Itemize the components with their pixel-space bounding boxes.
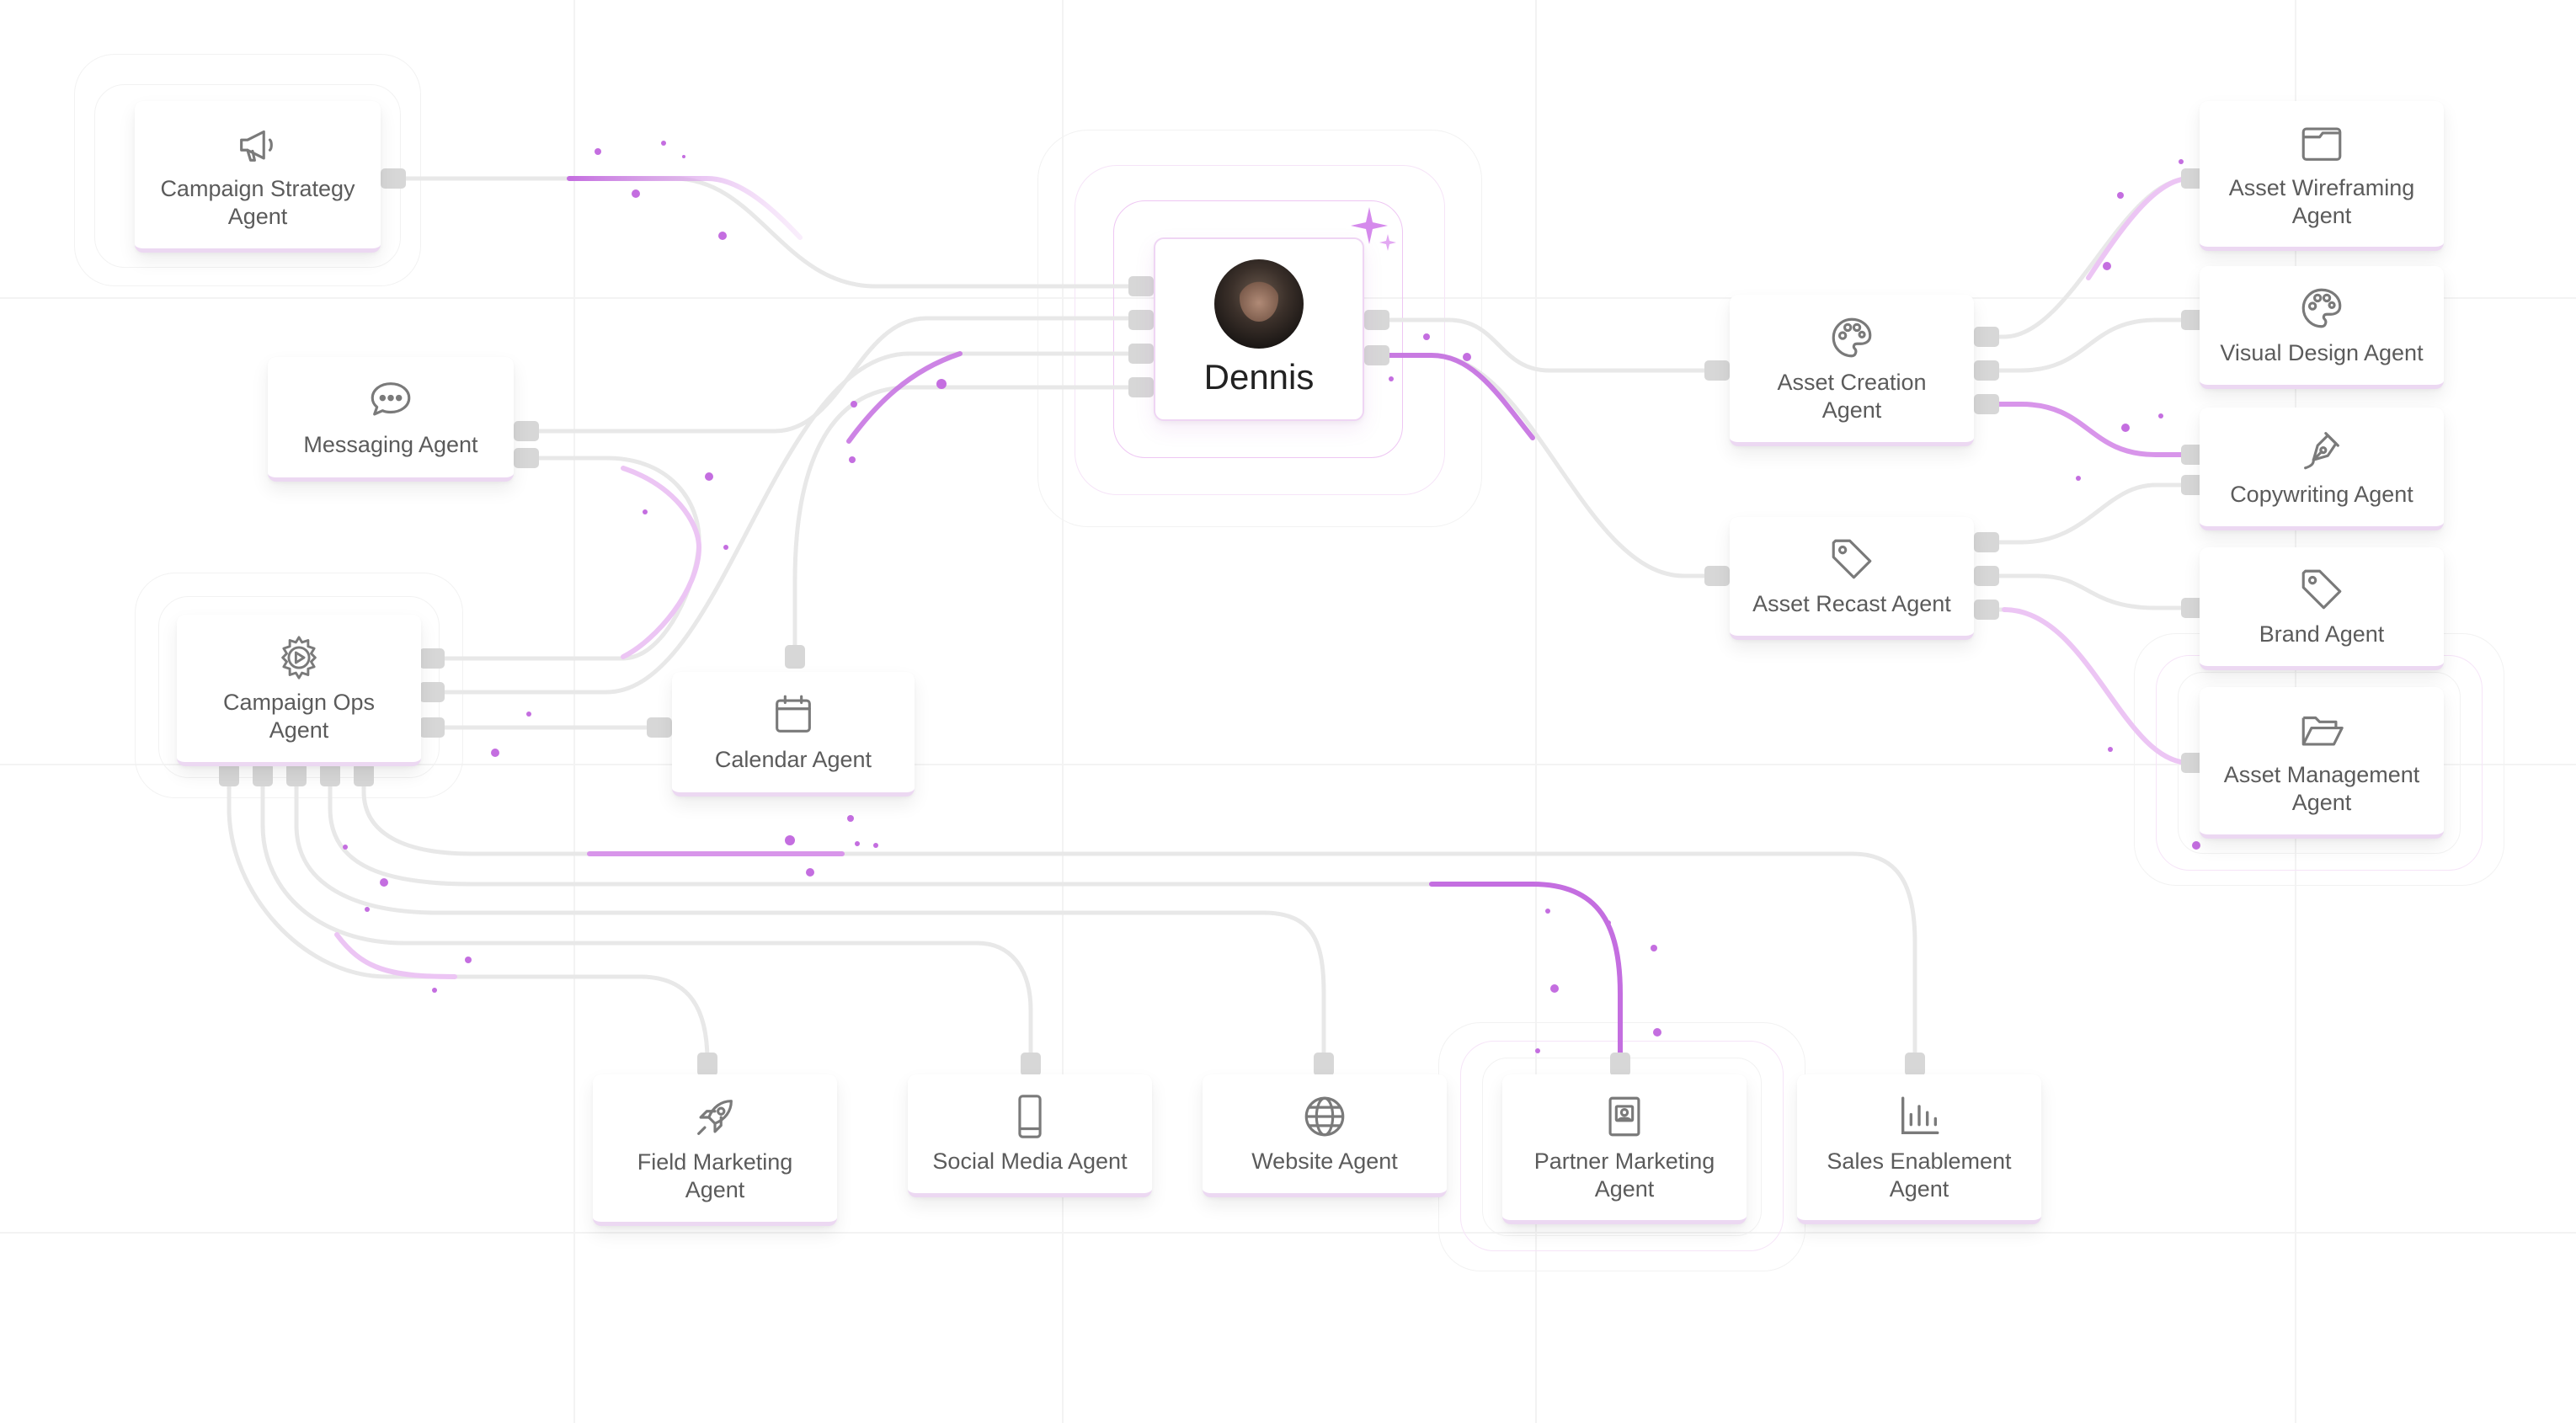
agent-label: Asset Recast Agent (1752, 591, 1951, 616)
agent-label: Social Media Agent (932, 1149, 1128, 1174)
avatar (1214, 259, 1304, 349)
calendar-agent-card[interactable]: Calendar Agent (672, 672, 915, 797)
asset-recast-agent-card[interactable]: Asset Recast Agent (1730, 517, 1974, 640)
tag-icon (2297, 565, 2346, 614)
agent-label: Campaign Ops Agent (222, 689, 376, 743)
agent-label: Asset Management Agent (2223, 761, 2420, 815)
halo-ring (1075, 165, 1445, 495)
browser-window-icon (2297, 119, 2346, 168)
asset-creation-agent-card[interactable]: Asset Creation Agent (1730, 295, 1974, 446)
gear-play-icon (275, 633, 323, 682)
sparkle-icon (1351, 207, 1396, 251)
agent-label: Calendar Agent (714, 747, 872, 772)
center-person-card[interactable]: Dennis (1154, 237, 1364, 421)
megaphone-icon (233, 120, 282, 168)
agent-label: Brand Agent (2259, 621, 2385, 647)
asset-wireframing-agent-card[interactable]: Asset Wireframing Agent (2200, 101, 2444, 251)
campaign-strategy-agent-card[interactable]: Campaign Strategy Agent (135, 101, 381, 253)
copywriting-agent-card[interactable]: Copywriting Agent (2200, 408, 2444, 530)
agent-label: Asset Wireframing Agent (2228, 174, 2415, 228)
open-folder-icon (2297, 706, 2346, 754)
halo-ring (74, 54, 421, 286)
agent-label: Field Marketing Agent (637, 1149, 793, 1202)
sales-enablement-agent-card[interactable]: Sales Enablement Agent (1797, 1074, 2041, 1224)
phone-icon (1005, 1092, 1054, 1141)
tag-icon (1827, 535, 1876, 584)
rocket-icon (691, 1093, 739, 1142)
agent-label: Messaging Agent (303, 432, 478, 457)
bar-chart-icon (1895, 1092, 1944, 1141)
messaging-agent-card[interactable]: Messaging Agent (268, 357, 514, 482)
agent-label: Website Agent (1251, 1149, 1398, 1174)
agent-label: Copywriting Agent (2230, 482, 2413, 507)
palette-icon (1827, 313, 1876, 362)
halo-ring (135, 573, 463, 798)
calendar-icon (769, 690, 818, 739)
halo-ring (1113, 200, 1403, 458)
agent-label: Asset Creation Agent (1777, 369, 1927, 423)
palette-icon (2297, 284, 2346, 333)
globe-icon (1300, 1092, 1349, 1141)
agent-label: Partner Marketing Agent (1533, 1148, 1715, 1202)
person-name: Dennis (1203, 357, 1315, 397)
campaign-ops-agent-card[interactable]: Campaign Ops Agent (177, 615, 421, 766)
social-media-agent-card[interactable]: Social Media Agent (908, 1074, 1152, 1197)
website-agent-card[interactable]: Website Agent (1203, 1074, 1447, 1197)
brand-agent-card[interactable]: Brand Agent (2200, 547, 2444, 670)
agent-label: Visual Design Agent (2220, 340, 2424, 365)
partner-marketing-agent-card[interactable]: Partner Marketing Agent (1502, 1074, 1747, 1224)
field-marketing-agent-card[interactable]: Field Marketing Agent (593, 1074, 837, 1226)
agent-label: Sales Enablement Agent (1827, 1148, 2012, 1202)
id-badge-icon (1600, 1092, 1649, 1141)
pen-nib-icon (2297, 425, 2346, 474)
asset-management-agent-card[interactable]: Asset Management Agent (2200, 687, 2444, 839)
agent-label: Campaign Strategy Agent (160, 175, 355, 229)
visual-design-agent-card[interactable]: Visual Design Agent (2200, 266, 2444, 389)
chat-bubble-icon (366, 376, 415, 424)
